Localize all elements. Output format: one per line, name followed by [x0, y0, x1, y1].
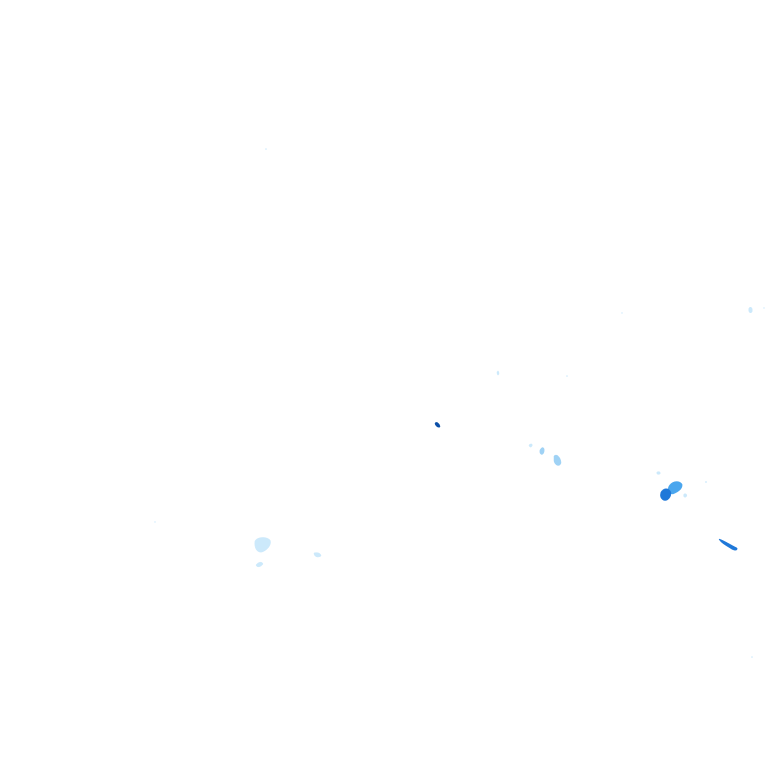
radar-speckle	[154, 521, 156, 523]
radar-speckle	[705, 481, 707, 483]
light-rain-echo	[656, 471, 661, 475]
radar-speckle	[265, 148, 267, 150]
heavy-rain-echo	[434, 422, 441, 428]
light-rain-echo	[539, 447, 545, 455]
radar-speckle	[566, 375, 568, 377]
light-rain-echo	[255, 561, 264, 568]
noise-speckles	[154, 148, 765, 658]
heavy-rain-echo	[718, 538, 738, 551]
precipitation-layer	[254, 306, 753, 568]
radar-speckle	[751, 656, 753, 658]
light-rain-echo	[313, 552, 322, 558]
light-rain-echo	[553, 454, 562, 466]
light-rain-echo	[496, 370, 500, 376]
light-rain-echo	[528, 443, 533, 448]
light-rain-echo	[748, 306, 753, 314]
light-rain-echo	[683, 493, 688, 498]
heavy-rain-echo	[660, 488, 672, 501]
radar-speckle	[621, 312, 623, 314]
light-rain-echo	[254, 537, 271, 553]
radar-speckle	[763, 307, 765, 309]
